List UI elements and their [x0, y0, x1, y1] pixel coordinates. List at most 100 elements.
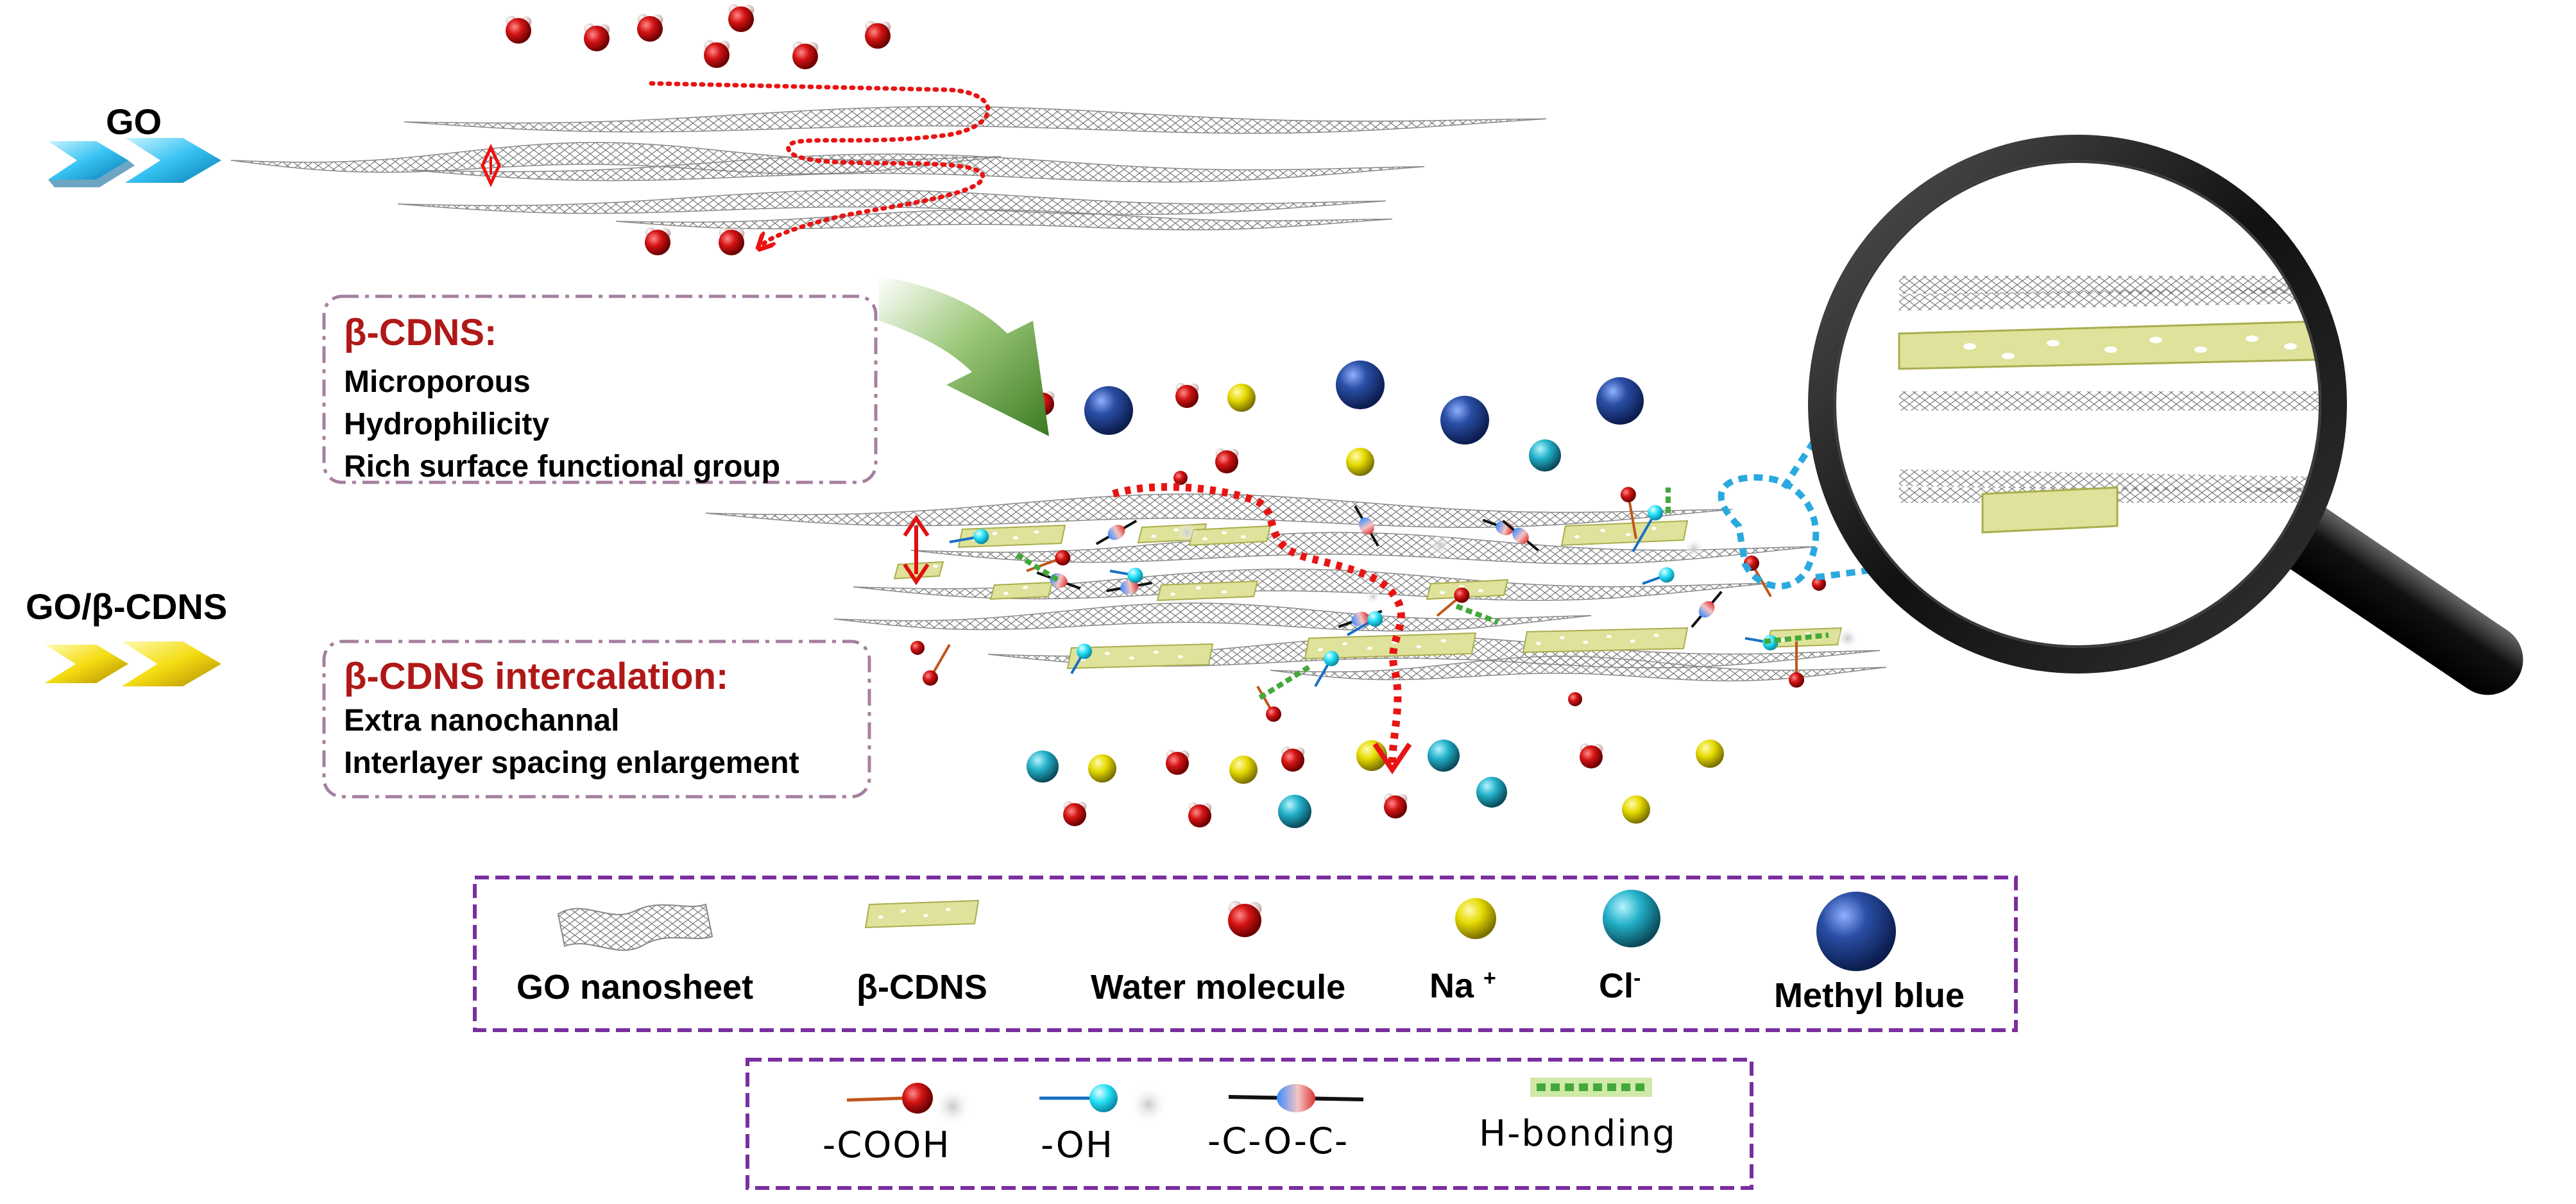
na-ion: [1227, 384, 1256, 412]
go-nanosheet: [397, 189, 1386, 216]
oh-group: [1632, 505, 1663, 553]
magnified-cdns: [1898, 319, 2334, 534]
water-molecule: [704, 40, 730, 68]
coc-group: [1106, 579, 1152, 595]
cdns-sheet: [1560, 520, 1689, 547]
cdns-property-hydrophilicity: Hydrophilicity: [344, 407, 550, 441]
shadow-blob: [1684, 538, 1704, 559]
water-molecule: [1384, 793, 1408, 818]
shadow-blob: [1365, 589, 1381, 604]
legend-oh-icon: [1039, 1084, 1168, 1124]
go-nanosheet: [410, 153, 1425, 183]
legend-hbonding-icon: [1530, 1078, 1652, 1097]
legend-label-cl: Cl-: [1599, 966, 1641, 1005]
magnified-nanosheet: [1899, 285, 2334, 311]
oxygen-atom: [1173, 471, 1188, 485]
legend-box-components: [473, 876, 2018, 1032]
cl-ion: [1529, 439, 1561, 471]
shadow-blob: [1129, 1085, 1168, 1124]
water-path-arrowhead: [1372, 742, 1412, 775]
go-cdns-label: GO/β-CDNS: [26, 586, 228, 627]
water-molecule: [1175, 382, 1199, 408]
h-bond: [1455, 604, 1499, 625]
cdns-sheet: [1156, 580, 1259, 602]
legend-label-go-nanosheet: GO nanosheet: [516, 968, 754, 1006]
legend-go-nanosheet-icon: [557, 903, 713, 951]
cdns-arrow-icon: [45, 641, 221, 686]
legend-na-icon: [1455, 898, 1496, 939]
cdns-sheet: [1304, 632, 1477, 660]
interlayer-marker-go: [481, 144, 501, 187]
na-ion: [1346, 448, 1374, 476]
methyl-blue-ion: [1336, 360, 1385, 409]
water-molecule: [728, 4, 755, 32]
go-label: GO: [106, 101, 162, 142]
cdns-sheet: [1188, 525, 1272, 547]
icon-layer: [45, 135, 2523, 695]
intercalation-box-title: β-CDNS intercalation:: [344, 656, 729, 697]
cdns-sheet: [989, 581, 1053, 600]
group-label-hbonding: H-bonding: [1479, 1113, 1676, 1155]
legend-label-na: Na +: [1429, 966, 1496, 1005]
cdns-sheet: [1066, 643, 1214, 670]
h-bond: [1015, 552, 1061, 583]
na-ion: [1229, 756, 1258, 784]
water-path-cdns: [1112, 483, 1405, 764]
shadow-blob: [934, 1087, 972, 1126]
cl-ion: [1278, 795, 1311, 828]
oh-group: [1642, 567, 1675, 585]
water-molecule: [792, 41, 819, 69]
water-molecule: [584, 23, 610, 51]
cdns-layer: [893, 520, 1843, 670]
magnified-nanosheet: [1899, 488, 2334, 503]
water-molecule: [1215, 448, 1239, 473]
functional-group-layer: [910, 471, 1859, 722]
group-label-cooh: -COOH: [823, 1124, 951, 1166]
go-arrow-icon: [48, 138, 221, 187]
cooh-group: [1789, 641, 1804, 688]
coc-group: [1691, 591, 1723, 628]
water-molecule: [1166, 749, 1190, 775]
oh-group: [1314, 650, 1339, 688]
water-path-go: [649, 81, 991, 244]
na-ion: [1088, 754, 1116, 783]
cooh-group: [1256, 685, 1281, 722]
water-molecule: [1188, 802, 1212, 827]
water-molecule: [1281, 746, 1305, 772]
cooh-group: [1026, 550, 1071, 572]
cl-ion: [1476, 777, 1507, 808]
legend-cooh-icon: [846, 1083, 972, 1126]
oh-group: [1070, 643, 1092, 675]
legend-label-methyl-blue: Methyl blue: [1774, 976, 1965, 1015]
oxygen-atom: [910, 641, 925, 655]
group-label-coc: -C-O-C-: [1207, 1121, 1349, 1162]
go-nanosheet: [1270, 656, 1887, 682]
legend-methyl-blue-icon: [1816, 892, 1896, 971]
cdns-property-microporous: Microporous: [344, 365, 531, 399]
oh-group: [1109, 567, 1143, 583]
oxygen-atom: [1568, 692, 1582, 706]
oh-group: [1346, 611, 1383, 636]
cooh-group: [1620, 487, 1637, 539]
legend-box-groups: [746, 1058, 1753, 1190]
box-layer: [322, 294, 2018, 1190]
cdns-property-box: [322, 294, 878, 484]
legend-cl-icon: [1603, 890, 1660, 947]
shadow-blob: [1836, 627, 1859, 650]
coc-group: [1095, 520, 1138, 545]
cdns-sheet: [1426, 579, 1509, 600]
curved-arrow-icon: [879, 276, 1049, 436]
water-molecule: [637, 13, 663, 42]
water-molecule: [719, 227, 745, 255]
na-ion: [1622, 795, 1650, 824]
intercalation-property-nanochannel: Extra nanochannal: [344, 704, 620, 738]
cooh-group: [1436, 587, 1470, 617]
coc-group: [1354, 505, 1379, 547]
oh-group: [949, 529, 989, 545]
water-molecule: [1063, 801, 1087, 826]
oh-group: [1744, 634, 1778, 650]
magnified-nanosheet: [1899, 391, 2334, 411]
legend-label-water: Water molecule: [1091, 968, 1346, 1006]
